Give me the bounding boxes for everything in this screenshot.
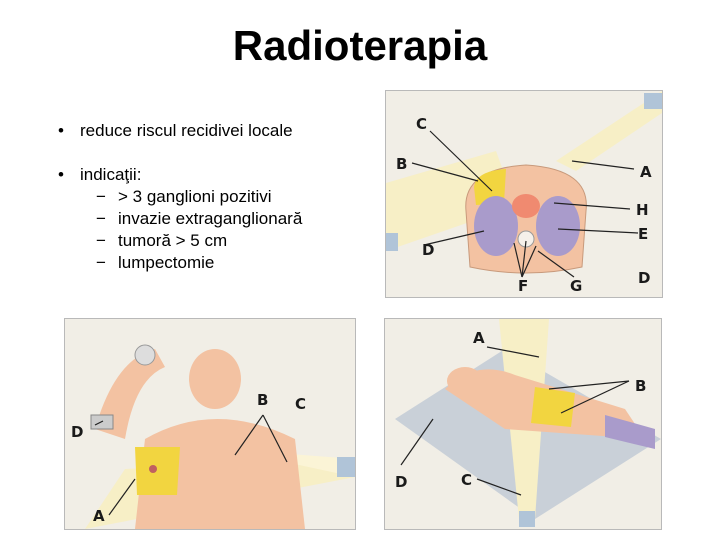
sub-item: −tumoră > 5 cm: [96, 230, 302, 252]
label-a: A: [93, 507, 105, 525]
bullet-glyph: •: [58, 165, 64, 184]
patient-table-illustration: A B D C: [384, 318, 662, 530]
sub-item-text: > 3 ganglioni pozitivi: [118, 187, 272, 206]
label-e: E: [638, 225, 648, 243]
label-c: C: [461, 471, 472, 489]
cross-section-illustration: C B A H E D F G D: [385, 90, 663, 298]
slide-title: Radioterapia: [232, 22, 488, 69]
label-b: B: [257, 391, 268, 409]
bullet-text: indicaţii:: [80, 165, 142, 184]
label-c: C: [295, 395, 306, 413]
label-h: H: [636, 201, 649, 219]
label-b: B: [635, 377, 646, 395]
sub-item: −invazie extraganglionară: [96, 208, 302, 230]
label-f: F: [518, 277, 528, 295]
dash-glyph: −: [96, 231, 106, 250]
bullet-item: • reduce riscul recidivei locale: [58, 120, 302, 142]
label-d: D: [395, 473, 407, 491]
label-b: B: [396, 155, 407, 173]
label-d: D: [71, 423, 83, 441]
sub-item-text: tumoră > 5 cm: [118, 231, 228, 250]
label-c: C: [416, 115, 427, 133]
bullet-list: • reduce riscul recidivei locale • indic…: [58, 120, 302, 274]
dash-glyph: −: [96, 187, 106, 206]
sub-item-text: lumpectomie: [118, 253, 215, 272]
bullet-item: • indicaţii:: [58, 164, 302, 186]
sub-item-text: invazie extraganglionară: [118, 209, 303, 228]
patient-front-illustration: D B C A: [64, 318, 356, 530]
sub-item: −lumpectomie: [96, 252, 302, 274]
sub-item: −> 3 ganglioni pozitivi: [96, 186, 302, 208]
bullet-text: reduce riscul recidivei locale: [80, 121, 293, 140]
label-a: A: [473, 329, 485, 347]
label-d2: D: [638, 269, 650, 287]
bullet-glyph: •: [58, 121, 64, 140]
dash-glyph: −: [96, 253, 106, 272]
dash-glyph: −: [96, 209, 106, 228]
label-a: A: [640, 163, 652, 181]
label-g: G: [570, 277, 582, 295]
label-d: D: [422, 241, 434, 259]
